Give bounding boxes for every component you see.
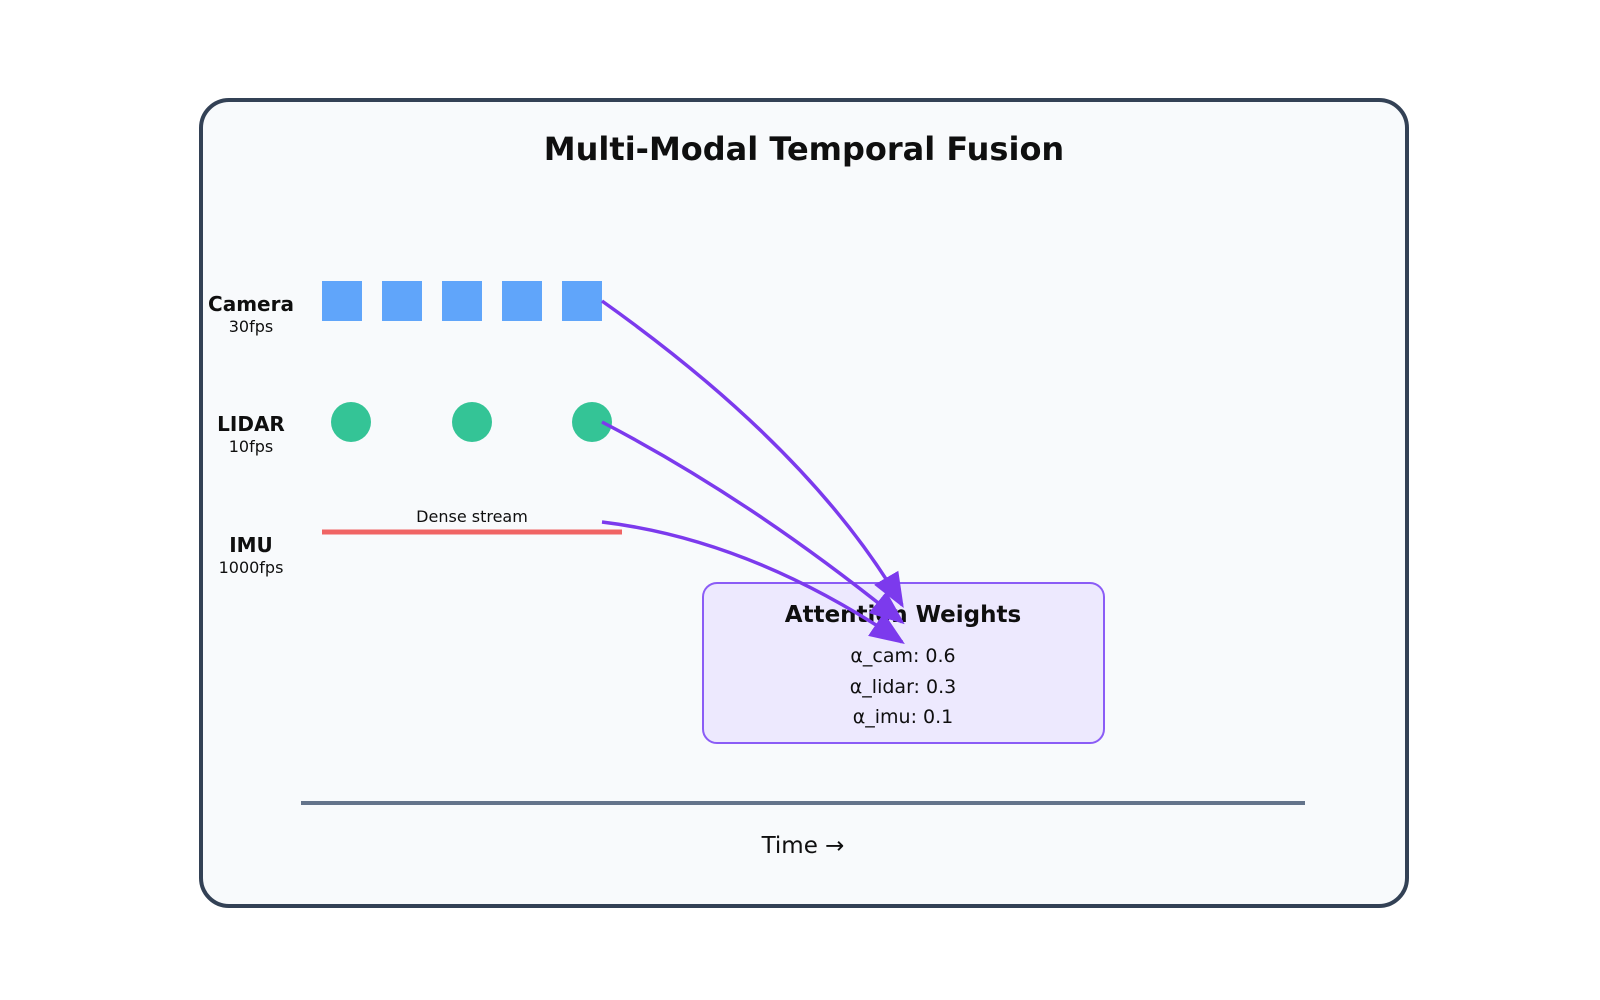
lidar-scan [452, 402, 492, 442]
camera-frame [442, 281, 482, 321]
lidar-stream-name: LIDAR [217, 412, 285, 436]
attention-weights-title: Attention Weights [785, 602, 1021, 628]
camera-frame [502, 281, 542, 321]
diagram-frame [199, 98, 1409, 908]
lidar-to-attention-arrow [601, 420, 905, 625]
camera-stream-rate: 30fps [229, 317, 273, 336]
attention-weight-camera: α_cam: 0.6 [850, 645, 955, 667]
imu-stream-name: IMU [229, 533, 273, 557]
camera-frame [382, 281, 422, 321]
lidar-scan [331, 402, 371, 442]
lidar-stream-rate: 10fps [229, 437, 273, 456]
lidar-scan [572, 402, 612, 442]
imu-stream-rate: 1000fps [219, 558, 284, 577]
camera-to-attention-arrow [600, 299, 904, 609]
time-axis-label: Time → [761, 833, 845, 859]
camera-stream-name: Camera [208, 292, 294, 316]
camera-frame [562, 281, 602, 321]
imu-to-attention-arrow [601, 520, 905, 644]
camera-frame [322, 281, 362, 321]
attention-weight-imu: α_imu: 0.1 [853, 706, 954, 728]
imu-stream-caption: Dense stream [416, 507, 528, 526]
diagram-title: Multi-Modal Temporal Fusion [544, 130, 1064, 168]
attention-weight-lidar: α_lidar: 0.3 [850, 676, 956, 698]
